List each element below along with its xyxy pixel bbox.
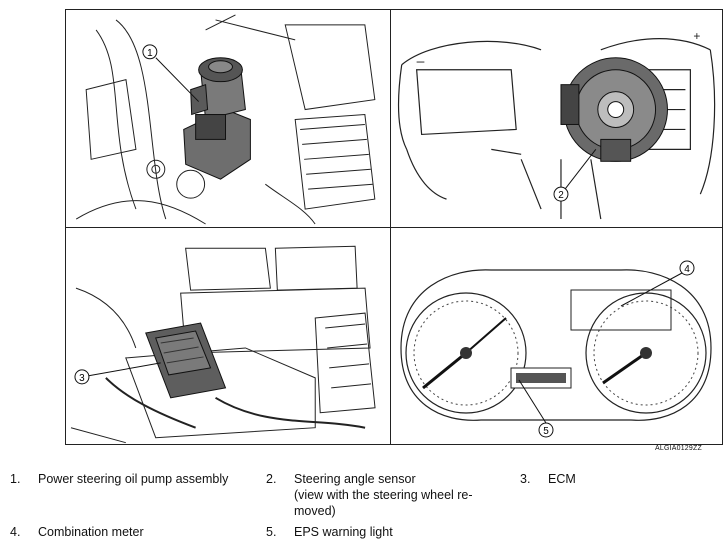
legend-number: 4. — [10, 525, 21, 539]
svg-text:+: + — [693, 29, 700, 43]
svg-text:5: 5 — [543, 426, 549, 437]
oil-pump-illustration: 1 — [75, 14, 376, 225]
legend-text: ECM — [548, 472, 576, 486]
legend-item-4: 4. Combination meter — [10, 524, 250, 542]
legend-text-line-2: (view with the steering wheel re- — [294, 488, 473, 502]
figure-code: ALGIA0129ZZ — [655, 445, 702, 452]
svg-text:4: 4 — [684, 264, 690, 275]
callout-4: 4 — [620, 260, 695, 307]
legend-item-5: 5. EPS warning light — [266, 524, 506, 542]
combination-meter-illustration: 4 5 — [400, 260, 712, 438]
svg-text:–: – — [417, 53, 425, 69]
legend-text: Power steering oil pump assembly — [38, 472, 229, 486]
legend-item-2: 2. Steering angle sensor (view with the … — [266, 471, 506, 523]
svg-text:2: 2 — [558, 190, 564, 201]
svg-text:3: 3 — [79, 373, 85, 384]
legend-number: 1. — [10, 472, 21, 486]
panel-oil-pump: 1 — [66, 10, 391, 228]
legend-number: 5. — [266, 525, 277, 539]
ecm-unit — [145, 322, 227, 399]
panel-steering-angle-sensor: – + 2 — [391, 10, 722, 228]
tachometer — [585, 292, 707, 414]
steering-angle-sensor — [560, 57, 668, 162]
svg-text:1: 1 — [147, 48, 153, 59]
legend-item-1: 1. Power steering oil pump assembly — [10, 471, 250, 489]
callout-1: 1 — [142, 44, 199, 102]
speedometer — [405, 292, 527, 414]
legend-text: EPS warning light — [294, 525, 393, 539]
component-location-figure: 1 – + — [65, 9, 723, 445]
panel-combination-meter: 4 5 — [391, 228, 722, 444]
legend-text-line-3: moved) — [294, 504, 336, 518]
legend-text: Steering angle sensor — [294, 472, 416, 486]
callout-2: 2 — [553, 149, 597, 202]
panel-ecm: 3 — [66, 228, 391, 444]
legend-item-3: 3. ECM — [520, 471, 640, 489]
legend-number: 2. — [266, 472, 277, 486]
oil-pump-body — [183, 57, 251, 180]
legend-number: 3. — [520, 472, 531, 486]
legend-text: Combination meter — [38, 525, 144, 539]
steering-angle-sensor-illustration: – + 2 — [397, 29, 716, 220]
callout-3: 3 — [74, 362, 161, 385]
callout-5: 5 — [518, 379, 554, 438]
info-display — [510, 289, 672, 389]
ecm-illustration: 3 — [70, 245, 376, 444]
